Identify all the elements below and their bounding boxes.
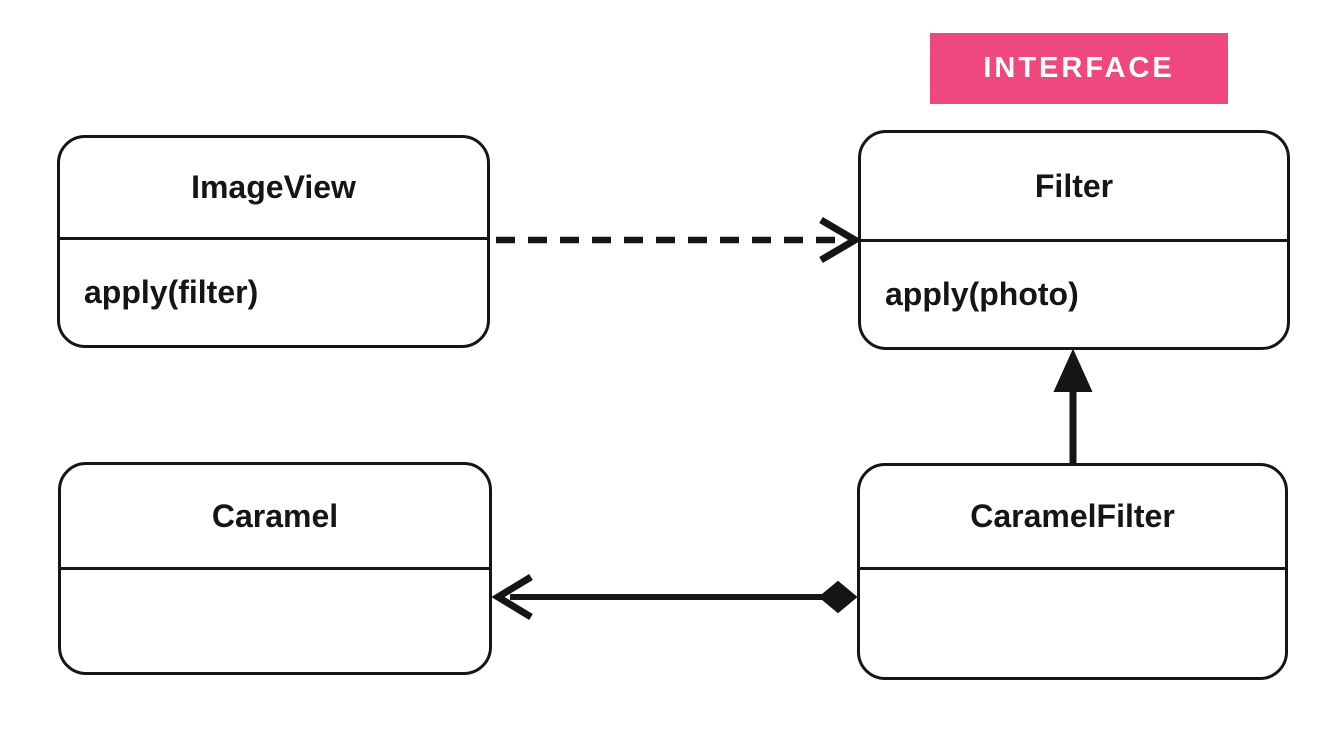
class-title-filter: Filter bbox=[1034, 167, 1114, 204]
class-title-imageview: ImageView bbox=[191, 169, 356, 205]
class-box-caramelfilter: CaramelFilter bbox=[857, 463, 1288, 680]
class-method-section bbox=[860, 570, 1285, 677]
realization-arrow-caramelfilter-to-filter bbox=[1053, 348, 1093, 463]
dependency-arrow-imageview-to-filter bbox=[496, 216, 862, 264]
class-method-section bbox=[61, 570, 489, 672]
class-method-section: apply(filter) bbox=[60, 240, 487, 345]
class-method-filter: apply(photo) bbox=[885, 276, 1079, 312]
class-method-section: apply(photo) bbox=[861, 242, 1287, 347]
class-box-imageview: ImageView apply(filter) bbox=[57, 135, 490, 348]
class-title-section: Caramel bbox=[61, 465, 489, 570]
class-title-caramel: Caramel bbox=[211, 497, 339, 534]
class-title-section: ImageView bbox=[60, 138, 487, 240]
class-title-caramelfilter: CaramelFilter bbox=[970, 498, 1175, 534]
class-method-imageview: apply(filter) bbox=[84, 274, 259, 310]
class-box-caramel: Caramel bbox=[58, 462, 492, 675]
class-title-section: Filter bbox=[861, 133, 1287, 242]
interface-badge-label: INTERFACE bbox=[983, 52, 1175, 84]
interface-badge: INTERFACE bbox=[930, 33, 1228, 104]
class-box-filter: Filter apply(photo) bbox=[858, 130, 1290, 350]
composition-arrow-caramelfilter-to-caramel bbox=[491, 574, 858, 620]
class-title-section: CaramelFilter bbox=[860, 466, 1285, 570]
